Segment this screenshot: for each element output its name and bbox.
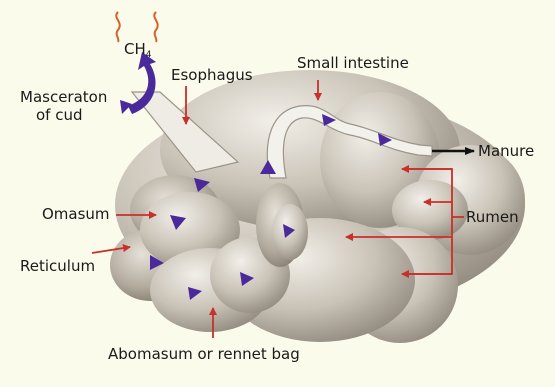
rumen-label: Rumen [466, 208, 519, 226]
omasum-label: Omasum [42, 205, 110, 223]
small-intestine-label: Small intestine [297, 54, 409, 72]
methane-wave-icon [116, 12, 157, 42]
abomasum-label: Abomasum or rennet bag [108, 345, 300, 363]
manure-label: Manure [478, 142, 534, 160]
masceration-label-line2: of cud [36, 106, 83, 124]
masceration-label-line1: Masceraton [20, 88, 107, 106]
esophagus-label: Esophagus [171, 66, 253, 84]
reticulum-label: Reticulum [20, 257, 95, 275]
methane-label: CH4 [124, 40, 152, 64]
